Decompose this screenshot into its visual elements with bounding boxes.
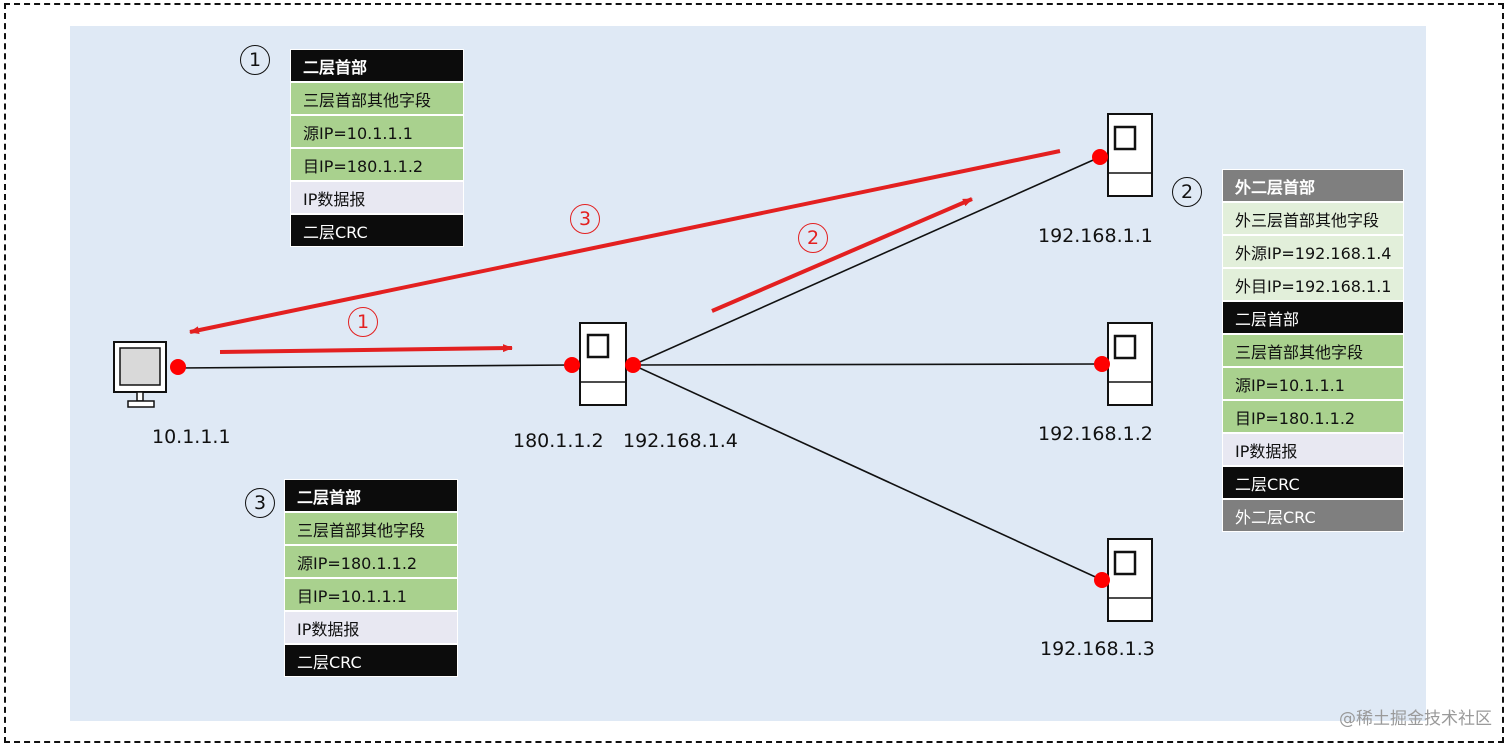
packet-field-row: 外三层首部其他字段	[1223, 203, 1403, 236]
router-in-interface-dot	[564, 357, 580, 373]
host-computer-icon[interactable]	[113, 341, 167, 408]
flow-arrow-1-marker: 1	[348, 307, 378, 337]
link-router-server2	[632, 363, 1103, 366]
packet-field-row: 外源IP=192.168.1.4	[1223, 236, 1403, 269]
packet-field-row: 三层首部其他字段	[291, 83, 463, 116]
packet-field-row: 源IP=10.1.1.1	[1223, 368, 1403, 401]
packet-field-row: 二层首部	[291, 50, 463, 83]
server2-interface-dot	[1094, 356, 1110, 372]
server1-interface-dot	[1092, 149, 1108, 165]
link-host-router	[177, 364, 573, 369]
packet-field-row: 二层CRC	[1223, 467, 1403, 500]
packet-field-row: 外二层CRC	[1223, 500, 1403, 531]
server2-icon[interactable]	[1107, 322, 1153, 406]
packet-field-row: 目IP=180.1.1.2	[1223, 401, 1403, 434]
packet-field-row: IP数据报	[291, 182, 463, 215]
server1-icon[interactable]	[1107, 113, 1153, 197]
packet-field-row: 外目IP=192.168.1.1	[1223, 269, 1403, 302]
server1-ip-label: 192.168.1.1	[1038, 225, 1153, 247]
flow-arrow-3-marker: 3	[570, 204, 600, 234]
packet-field-row: 三层首部其他字段	[285, 513, 457, 546]
packet3-step-marker: 3	[245, 488, 275, 518]
link-router-server1	[632, 156, 1101, 366]
router-in-ip-label: 180.1.1.2	[513, 430, 604, 452]
dashed-frame	[4, 3, 1504, 743]
flow-arrow-3	[189, 149, 1061, 335]
packet-field-row: 二层首部	[285, 480, 457, 513]
host-interface-dot	[170, 359, 186, 375]
flow-arrow-2-marker: 2	[798, 223, 828, 253]
server3-ip-label: 192.168.1.3	[1040, 638, 1155, 660]
packet-field-row: 源IP=10.1.1.1	[291, 116, 463, 149]
router-icon[interactable]	[579, 322, 627, 406]
packet-field-row: 二层CRC	[285, 645, 457, 676]
host-ip-label: 10.1.1.1	[152, 426, 231, 448]
packet-field-row: IP数据报	[285, 612, 457, 645]
packet-field-row: 目IP=180.1.1.2	[291, 149, 463, 182]
server2-ip-label: 192.168.1.2	[1038, 423, 1153, 445]
packet-field-row: 二层CRC	[291, 215, 463, 246]
packet1-step-marker: 1	[240, 45, 270, 75]
packet-field-row: 外二层首部	[1223, 170, 1403, 203]
link-router-server3	[632, 364, 1103, 581]
server3-interface-dot	[1094, 572, 1110, 588]
packet-field-row: 二层首部	[1223, 302, 1403, 335]
flow-arrow-2	[711, 197, 973, 313]
router-out-ip-label: 192.168.1.4	[623, 430, 738, 452]
packet-field-row: 源IP=180.1.1.2	[285, 546, 457, 579]
packet2-step-marker: 2	[1172, 177, 1202, 207]
server3-icon[interactable]	[1107, 538, 1153, 622]
flow-arrow-1	[219, 344, 513, 354]
packet-field-row: IP数据报	[1223, 434, 1403, 467]
router-out-interface-dot	[625, 357, 641, 373]
watermark: @稀土掘金技术社区	[1339, 709, 1492, 729]
packet-field-row: 三层首部其他字段	[1223, 335, 1403, 368]
packet-field-row: 目IP=10.1.1.1	[285, 579, 457, 612]
